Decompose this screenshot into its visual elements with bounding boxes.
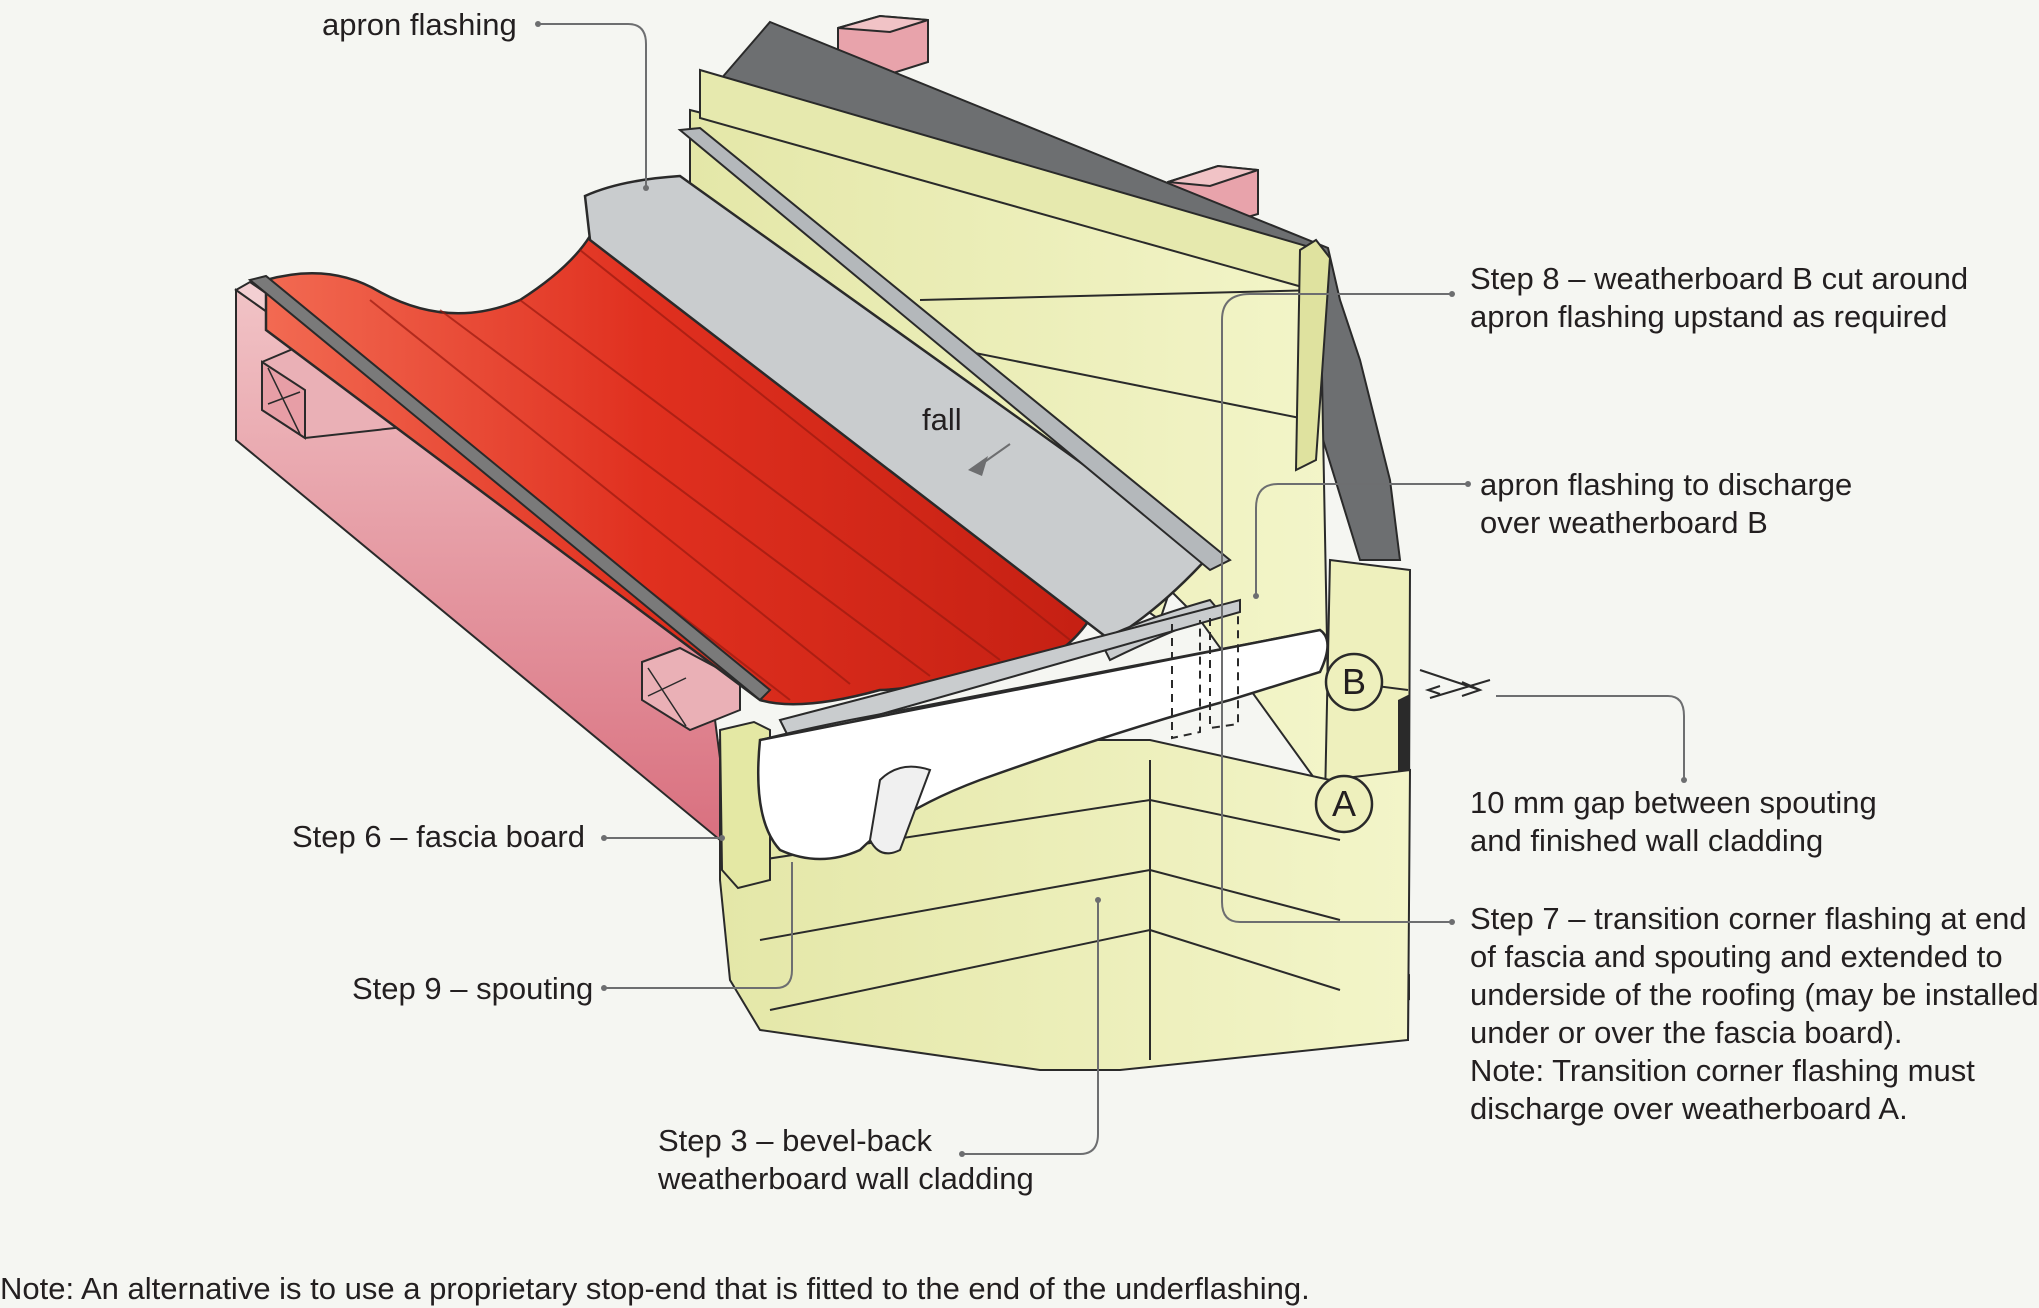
purlin-blocks bbox=[261, 344, 741, 732]
label-step7-line6: discharge over weatherboard A. bbox=[1470, 1091, 1908, 1126]
label-step7-line2: of fascia and spouting and extended to bbox=[1470, 939, 2003, 974]
leader-step8 bbox=[1221, 293, 1452, 740]
label-step3-line2: weatherboard wall cladding bbox=[658, 1161, 1034, 1196]
label-step3: Step 3 – bevel-back weatherboard wall cl… bbox=[658, 1122, 1034, 1198]
leader-apron-discharge bbox=[1255, 483, 1468, 596]
corrugated-roofing bbox=[247, 234, 1112, 706]
label-gap: 10 mm gap between spouting and finished … bbox=[1470, 784, 1877, 860]
label-apron-flashing: apron flashing bbox=[322, 7, 517, 42]
leader-apron-flashing bbox=[538, 23, 647, 188]
label-step8-line1: Step 8 – weatherboard B cut around bbox=[1470, 261, 1969, 296]
spouting-gutter bbox=[757, 628, 1329, 861]
marker-a: A bbox=[1314, 774, 1374, 834]
label-gap-line1: 10 mm gap between spouting bbox=[1470, 785, 1877, 820]
fall-arrow bbox=[968, 443, 1011, 476]
label-step8: Step 8 – weatherboard B cut around apron… bbox=[1470, 260, 1968, 336]
marker-a-label: A bbox=[1332, 783, 1356, 824]
transition-corner-flashing bbox=[1171, 616, 1239, 740]
marker-b-label: B bbox=[1342, 661, 1366, 702]
label-step7-line4: under or over the fascia board). bbox=[1470, 1015, 1903, 1050]
marker-b: B bbox=[1324, 652, 1384, 712]
fall-label: fall bbox=[922, 402, 962, 437]
label-step7-line5: Note: Transition corner flashing must bbox=[1470, 1053, 1975, 1088]
apron-flashing-shape bbox=[583, 126, 1241, 742]
leader-step7 bbox=[1221, 712, 1452, 923]
leader-step9 bbox=[604, 862, 793, 989]
label-step7-line3: underside of the roofing (may be install… bbox=[1470, 977, 2039, 1012]
leader-step3 bbox=[962, 900, 1099, 1155]
label-step7-line1: Step 7 – transition corner flashing at e… bbox=[1470, 901, 2027, 936]
leader-lines bbox=[538, 23, 1685, 1155]
label-step7: Step 7 – transition corner flashing at e… bbox=[1470, 900, 2039, 1128]
footer-note: Note: An alternative is to use a proprie… bbox=[0, 1271, 1310, 1306]
label-apron-discharge-line1: apron flashing to discharge bbox=[1480, 467, 1853, 502]
label-apron-discharge-line2: over weatherboard B bbox=[1480, 505, 1768, 540]
label-apron-discharge: apron flashing to discharge over weather… bbox=[1480, 466, 1852, 542]
label-step3-line1: Step 3 – bevel-back bbox=[658, 1123, 933, 1158]
label-step8-line2: apron flashing upstand as required bbox=[1470, 299, 1948, 334]
label-step9: Step 9 – spouting bbox=[352, 971, 594, 1006]
leader-dots bbox=[535, 21, 1687, 1157]
label-step6: Step 6 – fascia board bbox=[292, 819, 585, 854]
gap-dimension-arrows bbox=[1419, 669, 1491, 699]
label-gap-line2: and finished wall cladding bbox=[1470, 823, 1824, 858]
leader-gap bbox=[1496, 695, 1685, 780]
